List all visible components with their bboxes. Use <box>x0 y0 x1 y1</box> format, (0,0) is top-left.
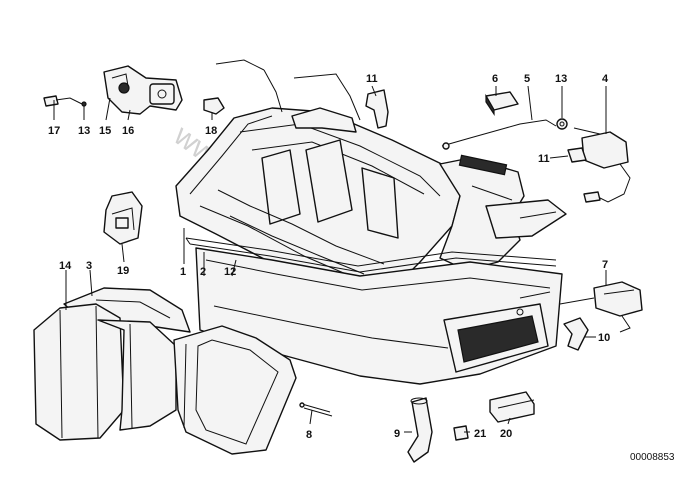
part-4-actuator <box>573 127 631 203</box>
part-16-actuator-bracket <box>103 65 183 115</box>
part-12-seal-frame <box>185 237 557 273</box>
callout-19: 19 <box>117 265 129 277</box>
part-housing-outlet <box>439 154 567 271</box>
part-5-rod <box>441 119 557 150</box>
part-6-relay <box>485 91 519 116</box>
part-blower-scroll-right <box>173 325 297 455</box>
part-14-blower-housing-lower <box>33 303 177 441</box>
callout-14: 14 <box>59 260 72 272</box>
callout-16: 16 <box>122 125 134 137</box>
callout-4: 4 <box>602 73 609 85</box>
part-11-clip-right <box>567 147 587 163</box>
callout-9: 9 <box>394 428 400 440</box>
callout-2: 2 <box>200 266 206 278</box>
part-1-heater-housing <box>175 59 461 299</box>
part-19-bracket <box>103 191 143 245</box>
part-9-drain-hose <box>407 397 433 463</box>
part-20-resistor <box>489 391 535 423</box>
callout-17: 17 <box>48 125 60 137</box>
callout-13-left: 13 <box>78 125 90 137</box>
callout-10: 10 <box>598 332 610 344</box>
callout-11-top: 11 <box>366 73 378 85</box>
part-13-grommet-right <box>556 118 568 130</box>
part-17-sensor <box>43 95 87 107</box>
leader-lines <box>53 85 607 433</box>
callout-13-right: 13 <box>555 73 567 85</box>
callout-12: 12 <box>224 266 236 278</box>
callout-21: 21 <box>474 428 486 440</box>
part-11-bracket-top <box>365 89 389 129</box>
part-21-grommet <box>453 425 469 441</box>
callout-11-right: 11 <box>538 153 550 165</box>
part-18-clip <box>203 97 225 115</box>
callout-15: 15 <box>99 125 111 137</box>
callout-8: 8 <box>306 429 312 441</box>
part-8-link <box>299 402 333 417</box>
callout-1: 1 <box>180 266 186 278</box>
callout-20: 20 <box>500 428 512 440</box>
callout-5: 5 <box>524 73 530 85</box>
part-7-control-unit <box>559 281 643 333</box>
part-10-elbow-hose <box>563 317 589 351</box>
diagram-id: 00008853 <box>630 452 675 463</box>
callout-18: 18 <box>205 125 217 137</box>
callout-6: 6 <box>492 73 498 85</box>
callout-7: 7 <box>602 259 608 271</box>
callout-3: 3 <box>86 260 92 272</box>
callout-labels: 17 13 15 16 18 19 1 2 12 14 3 11 6 5 13 … <box>48 73 610 441</box>
